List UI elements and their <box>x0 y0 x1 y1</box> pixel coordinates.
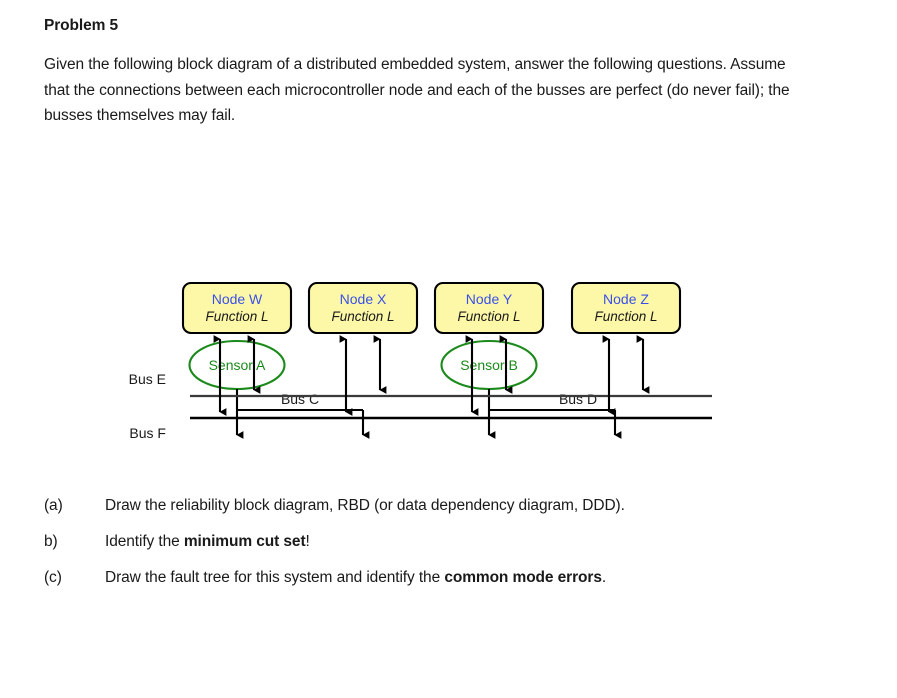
block-diagram-svg: Sensor A Sensor B Bus C <box>129 281 712 441</box>
node-x-function: Function L <box>331 309 394 324</box>
node-z-function: Function L <box>594 309 657 324</box>
question-c-row: (c) Draw the fault tree for this system … <box>44 567 834 603</box>
intro-paragraph: Given the following block diagram of a d… <box>44 56 790 124</box>
questions-list: (a) Draw the reliability block diagram, … <box>44 495 834 603</box>
bus-d-label: Bus D <box>559 391 597 407</box>
node-y-function: Function L <box>457 309 520 324</box>
node-y-name: Node Y <box>466 291 513 307</box>
node-x-box <box>307 281 419 335</box>
bus-c-label: Bus C <box>281 391 319 407</box>
sensor-b-group: Sensor B <box>440 339 538 391</box>
node-z-name: Node Z <box>603 291 649 307</box>
sensor-a-group: Sensor A <box>188 339 286 391</box>
question-a-text-before: Draw the reliability block diagram, RBD … <box>105 497 625 514</box>
node-x-group: Node X Function L <box>307 281 419 335</box>
sensor-a-label: Sensor A <box>209 357 266 373</box>
node-y-group: Node Y Function L <box>433 281 545 335</box>
sensor-b-label: Sensor B <box>460 357 518 373</box>
block-diagram: Sensor A Sensor B Bus C <box>0 160 897 460</box>
bus-e-group: Bus E <box>129 371 712 398</box>
question-c-text-before: Draw the fault tree for this system and … <box>105 569 445 586</box>
question-a-row: (a) Draw the reliability block diagram, … <box>44 495 834 531</box>
node-y-bus-connections <box>465 335 513 416</box>
question-b-marker: b) <box>44 533 58 550</box>
question-c-text: Draw the fault tree for this system and … <box>105 567 825 589</box>
node-w-group: Node W Function L <box>181 281 293 335</box>
question-b-text-bold: minimum cut set <box>183 533 306 550</box>
question-b-text-before: Identify the <box>105 533 184 550</box>
question-a-text: Draw the reliability block diagram, RBD … <box>105 495 825 517</box>
node-w-name: Node W <box>212 291 263 307</box>
question-b-text-after: ! <box>305 533 310 550</box>
question-a-marker: (a) <box>44 497 63 514</box>
node-z-box <box>570 281 682 335</box>
bus-e-label: Bus E <box>129 371 166 387</box>
question-c-text-bold: common mode errors <box>444 569 602 586</box>
node-y-box <box>433 281 545 335</box>
node-w-bus-connections <box>213 335 261 416</box>
bus-f-group: Bus F <box>129 416 712 441</box>
node-x-name: Node X <box>340 291 387 307</box>
node-w-box <box>181 281 293 335</box>
bus-f-label: Bus F <box>129 425 166 441</box>
node-z-group: Node Z Function L <box>570 281 682 335</box>
question-c-marker: (c) <box>44 569 62 586</box>
question-c-text-after: . <box>601 569 607 586</box>
question-b-text: Identify the minimum cut set! <box>105 531 825 553</box>
node-x-bus-connections <box>339 335 387 416</box>
node-z-bus-connections <box>602 335 650 416</box>
node-w-function: Function L <box>205 309 268 324</box>
page-title: Problem 5 <box>44 17 119 34</box>
question-b-row: b) Identify the minimum cut set! <box>44 531 834 567</box>
